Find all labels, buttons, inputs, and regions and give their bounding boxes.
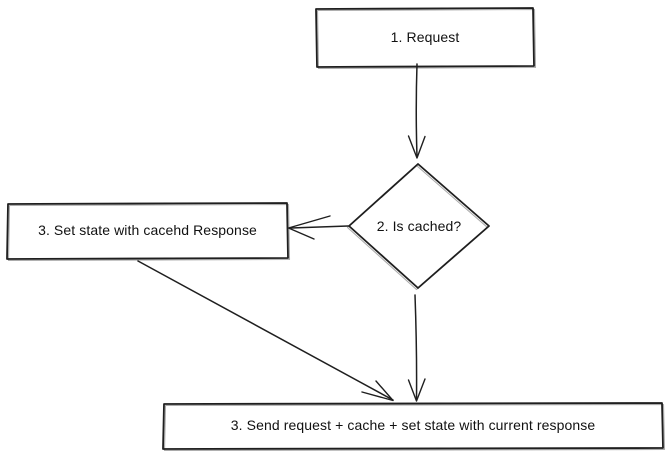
node-is-cached-label: 2. Is cached?: [376, 217, 462, 234]
node-set-state-cached-shape: [6, 202, 291, 262]
node-request-shape: [315, 7, 537, 70]
node-send-request-shape: [162, 402, 666, 452]
node-is-cached-shape: [346, 163, 490, 291]
edge-request-to-is-cached: [407, 63, 426, 159]
edge-is-cached-to-send-request: [407, 294, 426, 402]
node-request-label: 1. Request: [390, 28, 460, 45]
edge-set-state-to-send-request: [137, 260, 394, 402]
edge-is-cached-to-set-state-cached: [287, 215, 349, 240]
node-send-request-label: 3. Send request + cache + set state with…: [230, 417, 596, 433]
node-set-state-cached-label: 3. Set state with cacehd Response: [38, 222, 257, 238]
